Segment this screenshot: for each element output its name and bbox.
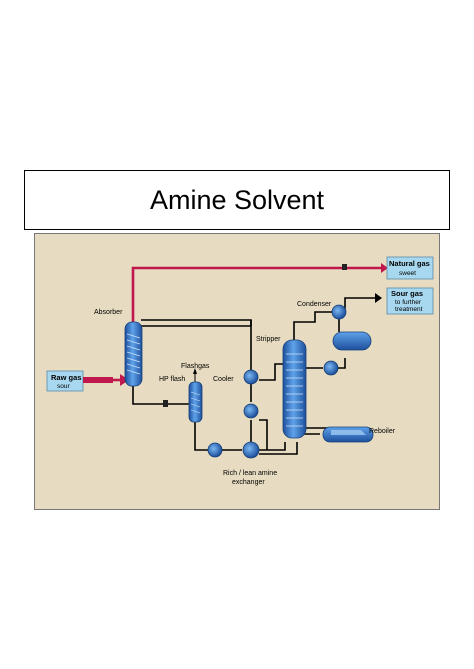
raw-gas-stub (83, 377, 113, 383)
reflux-drum (332, 331, 372, 351)
condenser-icon (331, 304, 347, 320)
sour-gas-sub2: treatment (395, 306, 423, 313)
exchanger-label-2: exchanger (232, 479, 265, 486)
reboiler (322, 426, 374, 443)
natural-gas-title: Natural gas (389, 259, 430, 268)
slide-title: Amine Solvent (149, 184, 325, 215)
absorber-label: Absorber (94, 309, 123, 316)
sweet-gas-arrow (381, 263, 388, 273)
raw-gas-arrow (120, 374, 129, 386)
hp-flash-label: HP flash (159, 376, 185, 383)
title-box: Amine Solvent (24, 170, 450, 230)
sweet-gas-line (131, 266, 381, 322)
natural-gas-box: Natural gas sweet (386, 256, 434, 280)
cooler-icon (243, 369, 259, 385)
raw-gas-title: Raw gas (51, 373, 81, 382)
reflux-pump-icon (323, 360, 339, 376)
exchanger-icon (242, 441, 260, 459)
flashgas-arrow (193, 368, 197, 374)
rich-pump-icon (207, 442, 223, 458)
process-lines (132, 297, 375, 455)
stripper-column (282, 339, 307, 439)
flash-valve (163, 400, 168, 407)
raw-gas-sub: sour (57, 383, 70, 390)
stripper-label: Stripper (256, 336, 281, 343)
condenser-label: Condenser (297, 301, 332, 308)
sour-gas-arrow (375, 293, 382, 303)
sour-gas-title: Sour gas (391, 289, 423, 298)
raw-gas-box: Raw gas sour (46, 370, 84, 392)
exchanger-label-1: Rich / lean amine (223, 470, 277, 477)
flashgas-label: Flashgas (181, 363, 210, 370)
absorber-column (124, 321, 143, 387)
process-flow-svg: Raw gas sour Natural gas sweet Sour gas … (46, 256, 434, 486)
sour-gas-box: Sour gas to further treatment (386, 287, 434, 315)
sour-gas-sub1: to further (395, 299, 422, 306)
hp-flash-drum (188, 381, 203, 423)
process-diagram: Raw gas sour Natural gas sweet Sour gas … (34, 233, 440, 510)
lean-pump-icon (243, 403, 259, 419)
sweet-gas-valve (342, 264, 347, 270)
reboiler-label: Reboiler (369, 428, 396, 435)
natural-gas-sub: sweet (399, 270, 416, 277)
cooler-label: Cooler (213, 376, 234, 383)
